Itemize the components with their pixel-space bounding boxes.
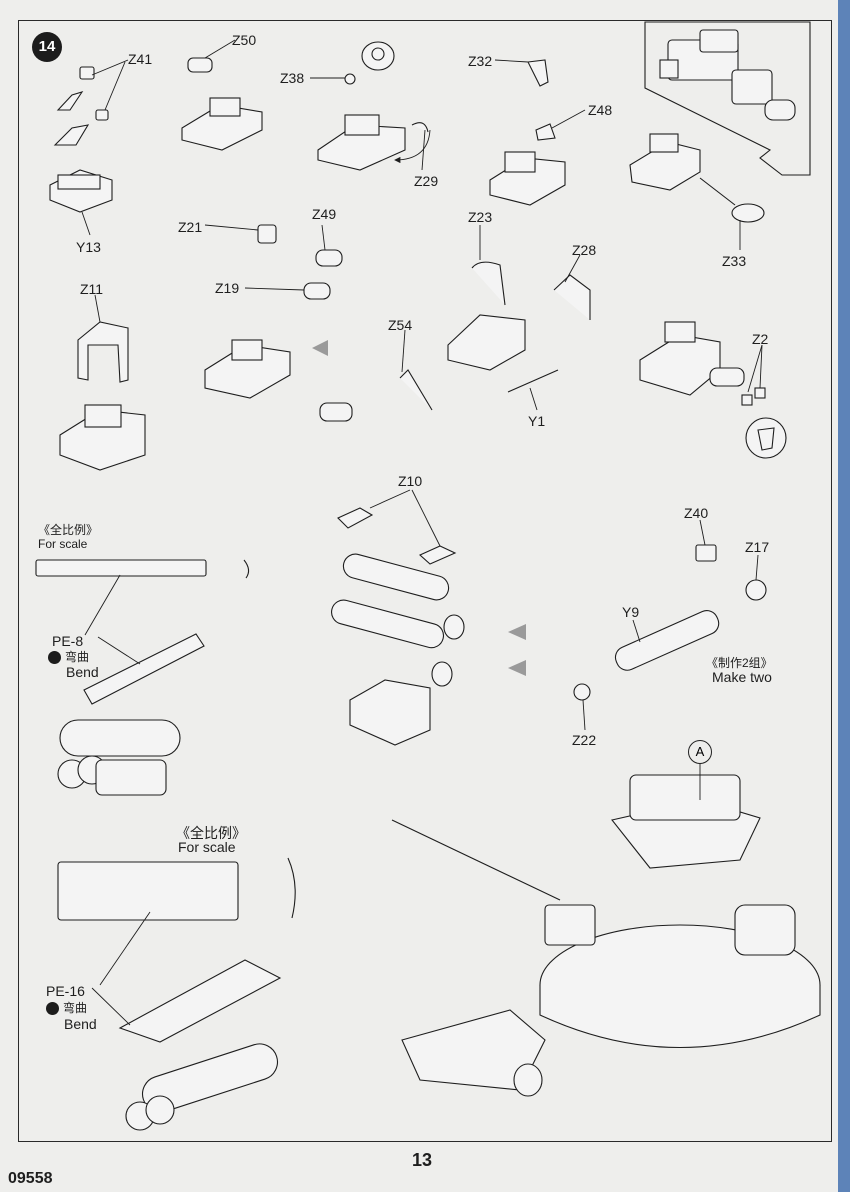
scale-note-cn-2: 《全比例》 bbox=[176, 825, 246, 841]
step-frame bbox=[18, 20, 832, 1142]
part-z38-assembly bbox=[317, 41, 429, 171]
bend-en-1: Bend bbox=[66, 664, 99, 680]
label-z28: Z28 bbox=[572, 242, 597, 258]
bend-icon bbox=[46, 1002, 59, 1016]
part-z48-assembly bbox=[489, 59, 566, 206]
turret-assembly bbox=[391, 774, 821, 1097]
label-z17: Z17 bbox=[745, 539, 770, 555]
label-z33: Z33 bbox=[722, 253, 747, 269]
part-z10-assembly bbox=[331, 507, 465, 746]
bend-note-2: 弯曲 bbox=[46, 1001, 88, 1016]
kit-code: 09558 bbox=[8, 1170, 53, 1187]
part-z50-assembly bbox=[181, 57, 263, 151]
label-z11: Z11 bbox=[80, 281, 104, 297]
part-z21-z49-z19-assembly bbox=[204, 224, 353, 422]
pe16-label: PE-16 bbox=[46, 983, 85, 999]
bend-cn-2: 弯曲 bbox=[63, 1001, 88, 1015]
label-z32: Z32 bbox=[468, 53, 493, 69]
leader-lines bbox=[81, 39, 763, 1026]
scale-note-en-2: For scale bbox=[178, 839, 236, 855]
label-z29: Z29 bbox=[414, 173, 439, 189]
inset-sketch bbox=[659, 29, 796, 121]
bend-icon bbox=[48, 651, 61, 665]
label-z21: Z21 bbox=[178, 219, 203, 235]
label-z40: Z40 bbox=[684, 505, 709, 521]
label-z38: Z38 bbox=[280, 70, 305, 86]
label-z54: Z54 bbox=[388, 317, 413, 333]
part-z33-assembly bbox=[629, 133, 765, 223]
bend-cn-1: 弯曲 bbox=[65, 650, 90, 664]
label-z50: Z50 bbox=[232, 32, 257, 48]
part-y9-assembly bbox=[573, 544, 767, 701]
part-pe16-assembly bbox=[118, 959, 282, 1131]
part-z11-assembly bbox=[59, 321, 146, 471]
callout-a: A bbox=[688, 740, 712, 764]
label-z22: Z22 bbox=[572, 732, 597, 748]
pe8-label: PE-8 bbox=[52, 633, 84, 649]
scale-note-en-1: For scale bbox=[38, 537, 88, 551]
bend-en-2: Bend bbox=[64, 1016, 97, 1032]
label-z41: Z41 bbox=[128, 51, 153, 67]
label-y9: Y9 bbox=[622, 604, 640, 620]
label-z2: Z2 bbox=[752, 331, 769, 347]
part-pe16-scale bbox=[57, 857, 296, 921]
part-pe8-scale bbox=[35, 559, 250, 579]
flow-arrows bbox=[312, 340, 526, 676]
make-two-cn: 《制作2组》 bbox=[706, 656, 773, 670]
part-z2-assembly bbox=[639, 321, 787, 459]
part-y1-assembly bbox=[399, 261, 591, 411]
label-z10: Z10 bbox=[398, 473, 423, 489]
part-pe8-assembly bbox=[57, 633, 205, 796]
label-y1: Y1 bbox=[528, 413, 546, 429]
label-z19: Z19 bbox=[215, 280, 240, 296]
make-two-en: Make two bbox=[712, 669, 772, 685]
label-z48: Z48 bbox=[588, 102, 613, 118]
bend-note-1: 弯曲 bbox=[48, 650, 90, 665]
scale-note-cn-1: 《全比例》 bbox=[38, 523, 99, 537]
label-z49: Z49 bbox=[312, 206, 337, 222]
label-z23: Z23 bbox=[468, 209, 493, 225]
step-number-badge: 14 bbox=[32, 32, 62, 62]
label-y13: Y13 bbox=[76, 239, 101, 255]
part-y13-assembly bbox=[49, 66, 113, 213]
page-number: 13 bbox=[412, 1150, 433, 1170]
